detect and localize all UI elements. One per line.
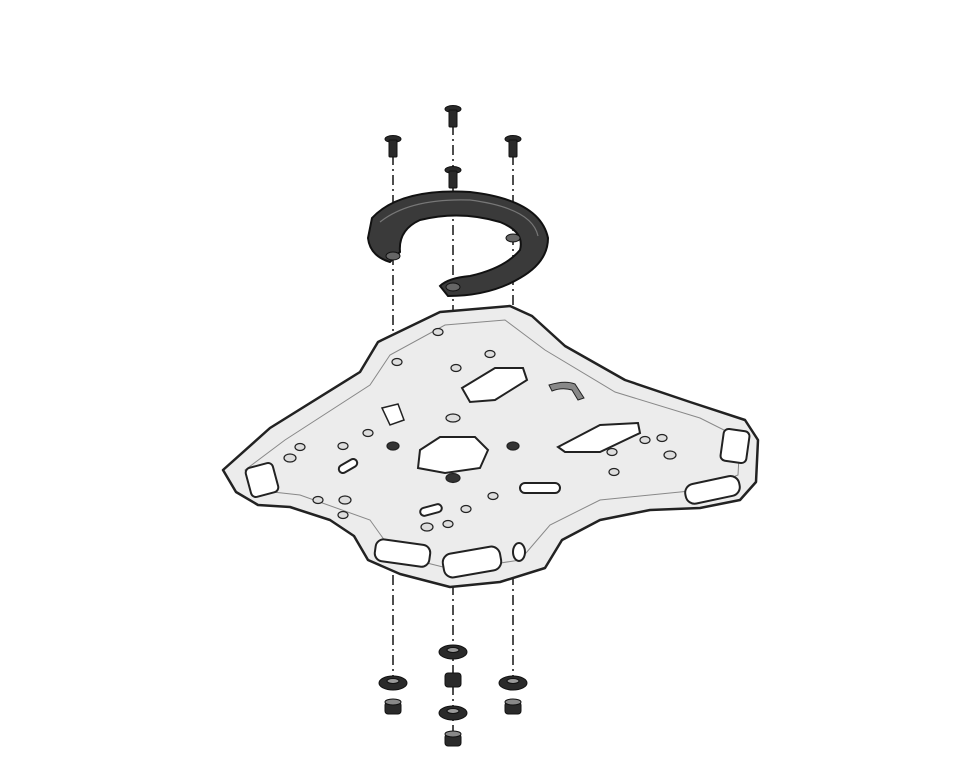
right-lower-slot [684, 475, 741, 505]
center-cutout [416, 436, 490, 475]
nut-icon [444, 730, 462, 747]
washer-icon [438, 644, 468, 660]
mounting-holes [386, 441, 520, 484]
screw-icon [444, 105, 462, 128]
screw-icon [444, 166, 462, 189]
nut-icon [504, 698, 522, 715]
slot-lower [419, 503, 443, 517]
left-handle-slot [244, 462, 280, 498]
screw-icon [384, 135, 402, 158]
nut-icon [384, 698, 402, 715]
front-small-slot [512, 542, 526, 562]
washer-icon [498, 675, 528, 691]
washer-icon [378, 675, 408, 691]
screw-icon [504, 135, 522, 158]
washer-icon [438, 705, 468, 721]
front-slot-left [373, 538, 432, 568]
brand-logo-mark [548, 381, 585, 401]
plate-holes [283, 327, 677, 532]
right-handle-slot [719, 427, 751, 465]
upper-cutout [460, 367, 529, 404]
top-screws [384, 105, 522, 189]
spacer-icon [444, 672, 462, 688]
adapter-ring [366, 190, 550, 298]
slot-mid-right [519, 482, 561, 494]
small-tab-cutout [380, 403, 405, 426]
bottom-hardware [378, 644, 528, 747]
slot-mid-left [337, 458, 359, 474]
rack-plate [221, 304, 760, 589]
right-cutout [556, 421, 642, 453]
front-slot-right [441, 545, 503, 579]
